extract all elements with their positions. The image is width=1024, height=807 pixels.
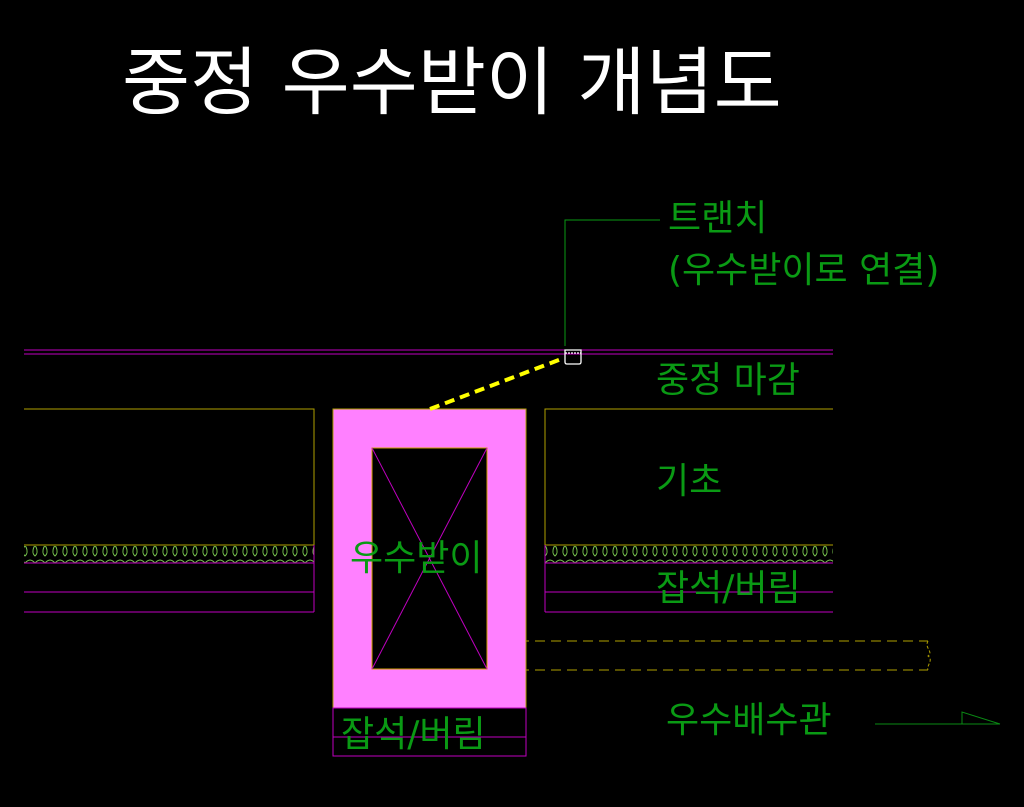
trench-label: 트랜치 xyxy=(668,198,767,239)
foundation-right xyxy=(544,408,833,613)
trench-leader-line xyxy=(564,219,660,346)
foundation-label: 기초 xyxy=(656,461,722,502)
catch-basin-label: 우수받이 xyxy=(350,538,482,579)
courtyard-finish-lines xyxy=(24,349,833,355)
trench-label-note: (우수받이로 연결) xyxy=(668,250,939,291)
drain-pipe-leader xyxy=(875,711,1001,725)
foundation-left xyxy=(24,408,315,613)
drain-pipe-label: 우수배수관 xyxy=(666,700,832,741)
trench-icon xyxy=(564,349,582,365)
drawing-title: 중정 우수받이 개념도 xyxy=(122,40,782,126)
catch-basin-gravel xyxy=(332,707,527,757)
trench-connection-line xyxy=(429,356,565,411)
gravel-label-bottom: 잡석/버림 xyxy=(341,714,486,755)
gravel-label-right: 잡석/버림 xyxy=(656,568,801,609)
courtyard-finish-label: 중정 마감 xyxy=(656,360,800,401)
drain-pipe xyxy=(487,640,931,671)
catch-basin xyxy=(332,408,527,709)
